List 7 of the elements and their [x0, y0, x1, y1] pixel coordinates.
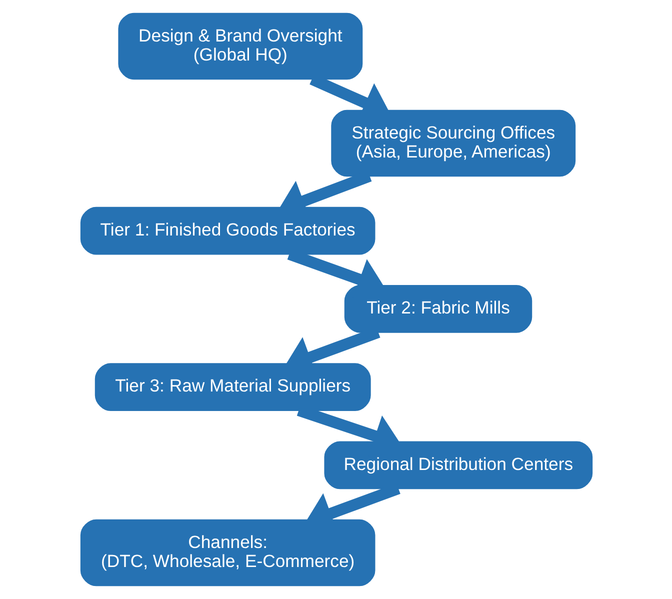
node-box: Strategic Sourcing Offices (Asia, Europe, Americas) [330, 110, 576, 177]
node-box: Regional Distribution Centers [324, 441, 592, 490]
node-box: Tier 3: Raw Material Suppliers [94, 363, 370, 411]
node-box: Channels: (DTC, Wholesale, E-Commerce) [80, 519, 375, 586]
node-box: Tier 1: Finished Goods Factories [80, 206, 375, 255]
node-box: Tier 2: Fabric Mills [344, 285, 532, 333]
node-box: Design & Brand Oversight (Global HQ) [118, 12, 362, 80]
